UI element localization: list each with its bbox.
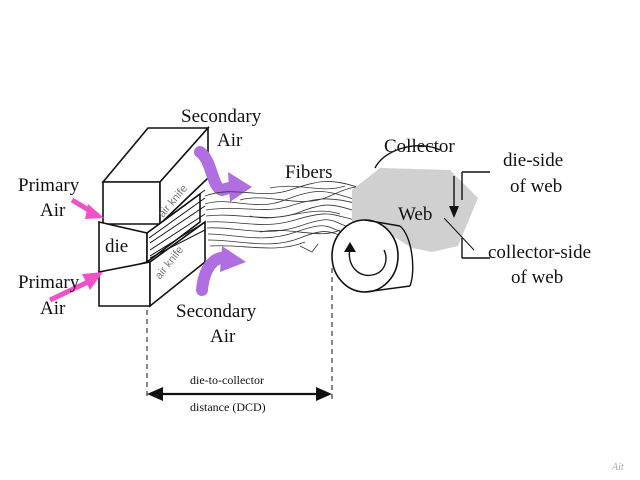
secondary-air-top-line1: Secondary [181,106,262,127]
air-knife-slot-line [146,189,206,234]
collector-side-line1: collector-side [488,242,591,263]
die-side-pointer [443,217,475,251]
primary-air-arrow-bottom [48,272,103,303]
web-label: Web [398,204,432,225]
secondary-air-top-line2: Air [217,130,243,151]
die-side-line1: die-side [503,150,563,171]
collector-side-line2: of web [511,267,563,288]
primary-air-bottom-line1: Primary [18,272,80,293]
primary-air-top-line2: Air [40,200,66,221]
collector-roll-top-edge [364,219,401,227]
air-knife-slot-line [149,213,206,251]
secondary-air-bottom-line2: Air [210,326,236,347]
die-side-line2: of web [510,176,562,197]
air-knife-slot-line [149,221,206,257]
dcd-label-line2: distance (DCD) [190,400,266,414]
collector-roll [331,219,399,293]
web-sheet [352,168,478,252]
air-knife-slot-line [149,205,206,244]
secondary-air-arrow-top [194,146,252,202]
air-knife-slot-line [148,197,206,239]
die-label: die [105,236,128,257]
rotation-arrow-icon [344,242,387,277]
dcd-dimension [146,268,333,401]
watermark: Ait [611,462,624,473]
die-assembly [98,125,210,308]
primary-air-top-line1: Primary [18,175,80,196]
primary-air-arrow-top [70,197,104,219]
down-arrow-icon [449,176,459,218]
primary-air-bottom-line2: Air [40,298,66,319]
collector-assembly [331,145,478,293]
fibers-label: Fibers [285,162,333,183]
secondary-air-bottom-line1: Secondary [176,301,257,322]
air-knife-slot-line [149,229,206,259]
upper-block-front-face [102,181,161,225]
secondary-air-arrow-bottom [196,246,246,296]
web-side-bracket [461,171,490,259]
dcd-label-line1: die-to-collector [190,373,264,387]
collector-roll-bottom-edge [364,285,411,293]
collector-roll-rear [374,145,441,169]
collector-roll-end [399,225,414,287]
collector-label: Collector [384,136,455,157]
